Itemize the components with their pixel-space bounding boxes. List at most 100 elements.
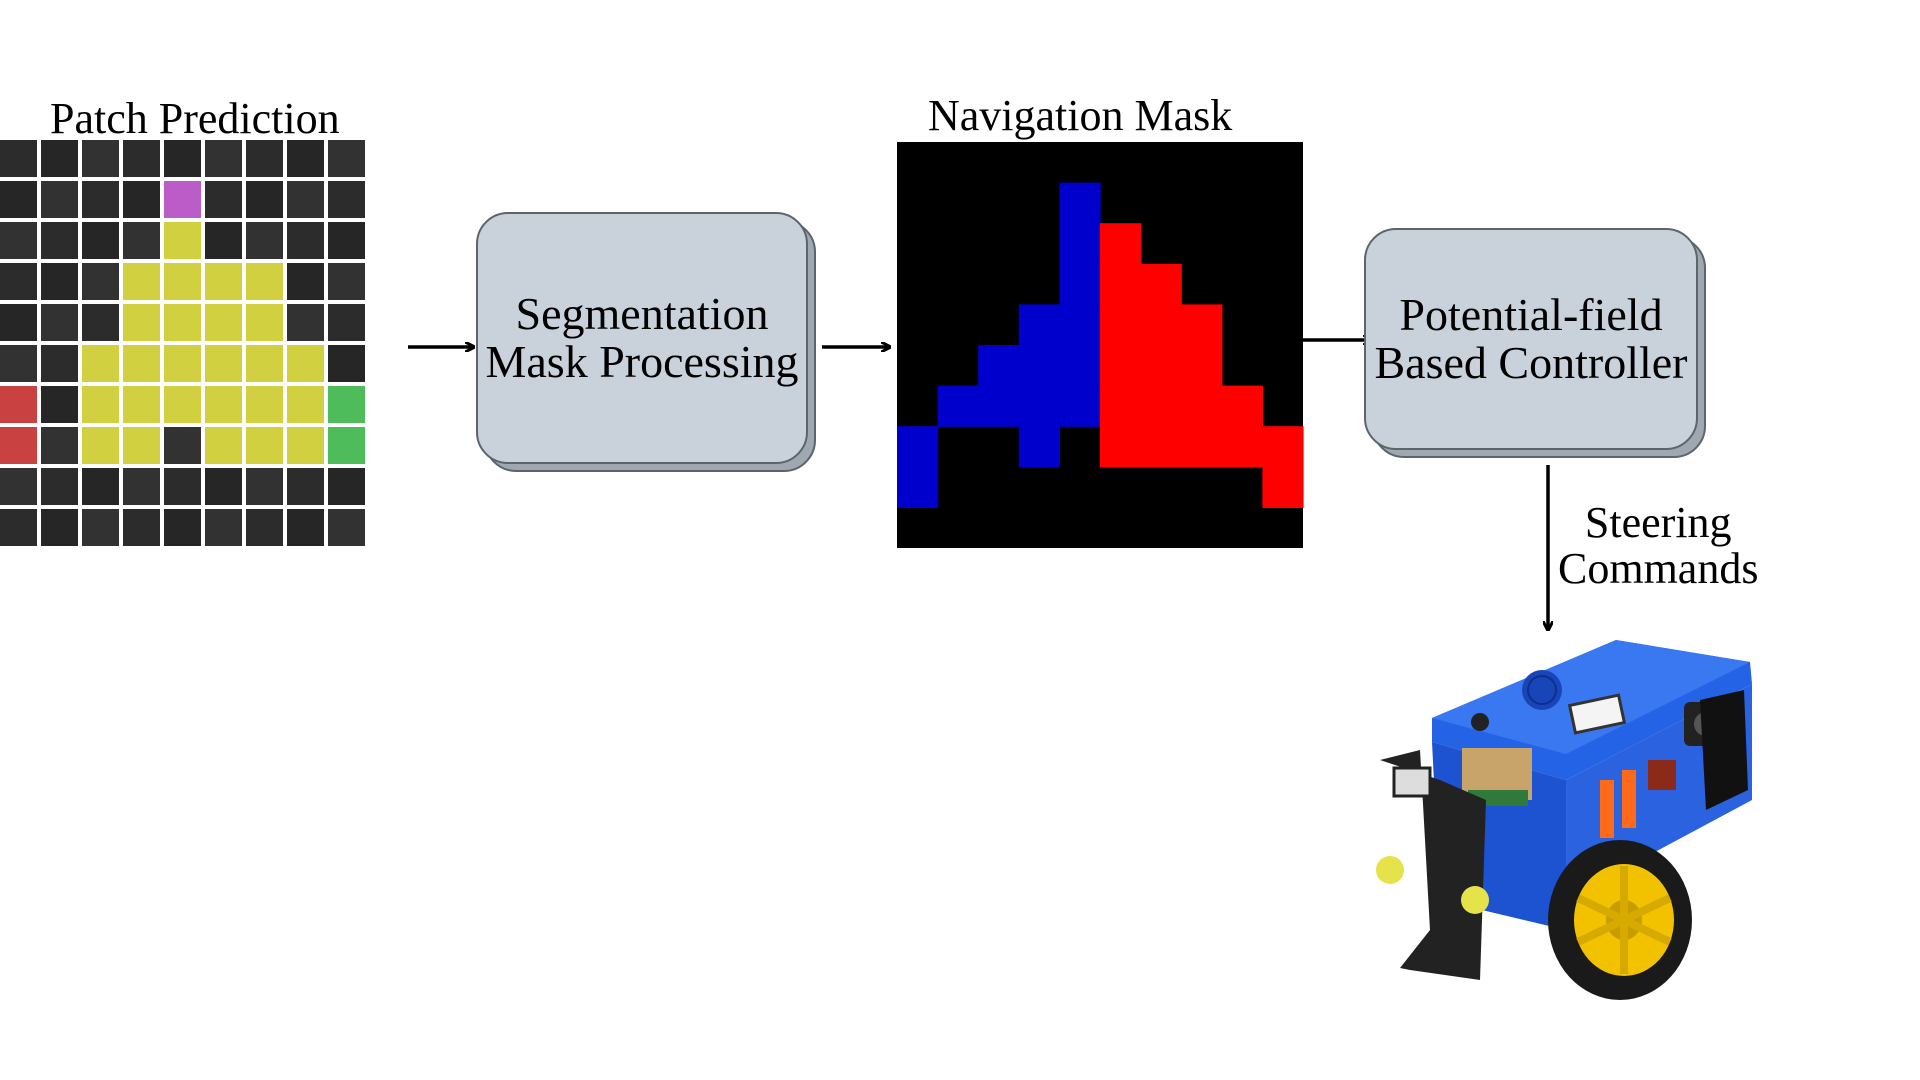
patch-cell [328,304,365,341]
patch-cell [123,304,160,341]
mask-cell-blue [1018,304,1060,346]
mask-cell-blue [1059,182,1101,224]
mask-cell-red [1100,426,1142,468]
patch-cell [123,468,160,505]
potential-field-controller-box: Potential-field Based Controller [1364,228,1706,458]
patch-cell [287,263,324,300]
patch-cell [287,140,324,177]
patch-cell [287,181,324,218]
patch-cell [164,140,201,177]
mask-cell-red [1140,304,1182,346]
mask-cell-blue [1059,345,1101,387]
box-line: Potential-field [1399,288,1663,340]
patch-cell [164,181,201,218]
patch-cell [123,345,160,382]
mask-cell-red [1221,426,1263,468]
mask-cell-blue [978,345,1020,387]
patch-prediction-grid [0,140,408,548]
patch-prediction-title: Patch Prediction [50,94,340,143]
patch-cell [164,345,201,382]
mask-cell-red [1262,466,1304,508]
patch-cell [0,181,37,218]
patch-cell [0,222,37,259]
patch-cell [328,386,365,423]
box-face: Potential-field Based Controller [1364,228,1698,450]
mask-cell-red [1100,304,1142,346]
mask-cell-red [1100,385,1142,427]
mask-cell-red [1140,385,1182,427]
patch-cell [246,345,283,382]
patch-cell [328,345,365,382]
patch-cell [123,427,160,464]
patch-cell [41,140,78,177]
mask-cell-blue [897,426,939,468]
patch-cell [41,263,78,300]
patch-cell [82,181,119,218]
patch-cell [82,427,119,464]
patch-cell [205,345,242,382]
patch-cell [246,468,283,505]
patch-cell [123,181,160,218]
mask-cell-blue [1059,385,1101,427]
patch-cell [205,181,242,218]
patch-cell [205,386,242,423]
mask-cell-red [1181,345,1223,387]
patch-cell [328,263,365,300]
patch-cell [82,509,119,546]
patch-cell [0,386,37,423]
patch-cell [82,468,119,505]
patch-cell [82,304,119,341]
navigation-mask-image [897,142,1304,548]
patch-cell [41,468,78,505]
steering-commands-label: Steering Commands [1558,498,1758,592]
patch-cell [164,304,201,341]
patch-cell [82,345,119,382]
patch-cell [328,140,365,177]
patch-cell [328,468,365,505]
steering-line: Steering [1584,498,1732,547]
patch-cell [164,263,201,300]
mask-cell-blue [1018,345,1060,387]
patch-cell [246,222,283,259]
patch-cell [41,222,78,259]
patch-cell [205,140,242,177]
patch-cell [41,509,78,546]
patch-cell [0,263,37,300]
mask-cell-blue [1059,304,1101,346]
patch-cell [0,140,37,177]
patch-cell [82,263,119,300]
patch-cell [41,427,78,464]
patch-cell [0,468,37,505]
patch-cell [82,140,119,177]
patch-cell [82,386,119,423]
mask-cell-red [1221,385,1263,427]
mask-cell-red [1140,426,1182,468]
patch-cell [41,345,78,382]
mask-cell-blue [1059,263,1101,305]
patch-cell [0,427,37,464]
mask-cell-red [1181,385,1223,427]
patch-cell [287,468,324,505]
patch-cell [205,468,242,505]
navigation-mask-title: Navigation Mask [928,91,1233,140]
patch-cell [328,222,365,259]
mask-cell-red [1100,223,1142,265]
patch-cell [287,345,324,382]
patch-cell [0,345,37,382]
patch-cell [41,386,78,423]
mask-cell-red [1262,426,1304,468]
patch-cell [246,304,283,341]
patch-cell [41,181,78,218]
patch-cell [164,427,201,464]
mask-cell-red [1100,345,1142,387]
patch-cell [287,427,324,464]
mask-cell-red [1181,426,1223,468]
mask-cell-blue [937,385,979,427]
patch-cell [164,386,201,423]
patch-cell [246,509,283,546]
patch-cell [205,509,242,546]
mask-cell-red [1181,304,1223,346]
patch-cell [0,509,37,546]
mask-cell-blue [978,385,1020,427]
